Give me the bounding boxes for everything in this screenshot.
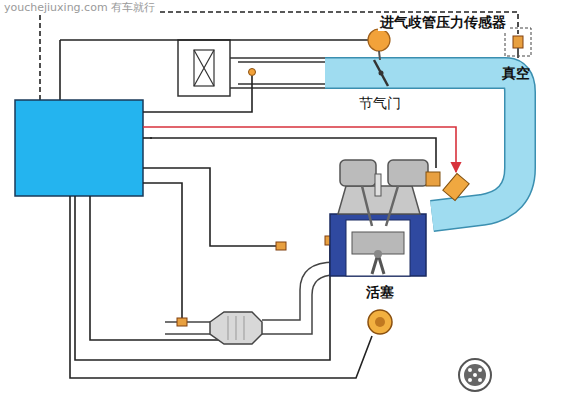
part-label: 进气歧管压力传感器 [378, 14, 508, 31]
catalytic-converter [210, 312, 262, 344]
crank-sensor [368, 310, 392, 334]
watermark: youchejiuxing.com 有车就行 [2, 1, 157, 14]
ecu-box [15, 100, 143, 196]
throttle-plate [374, 60, 388, 86]
intake-manifold [325, 73, 520, 216]
part-label: 节气门 [357, 95, 403, 112]
exhaust-pipe [262, 262, 335, 334]
air-tube [230, 58, 330, 88]
air-filter [178, 40, 230, 96]
engine-block [330, 214, 426, 276]
region-label: 真空 [500, 65, 532, 82]
injector [443, 173, 469, 200]
throttle-sensor [368, 29, 390, 51]
logo-icon [459, 359, 491, 391]
part-label: 活塞 [364, 284, 396, 301]
intake-manifold-outline [325, 73, 520, 216]
